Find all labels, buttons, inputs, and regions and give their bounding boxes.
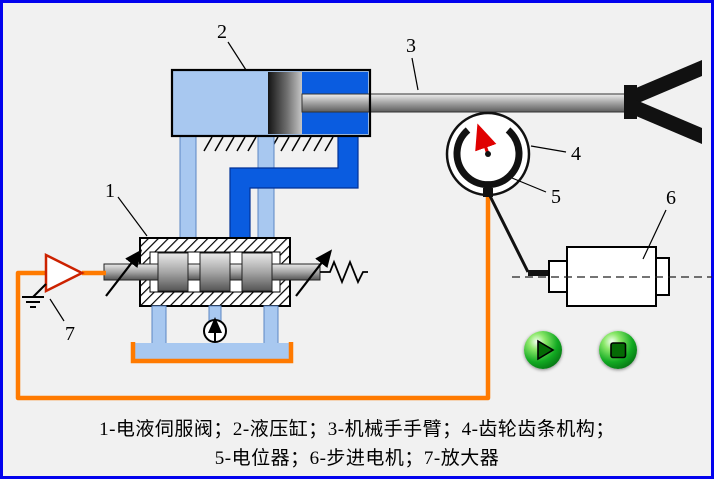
drain-pipe-left (151, 305, 167, 345)
label-amplifier: 7 (65, 323, 75, 345)
legend-line-1: 1-电液伺服阀；2-液压缸；3-机械手手臂；4-齿轮齿条机构； (99, 419, 615, 440)
potentiometer-wiper-terminal (483, 188, 493, 197)
label-manipulator-arm: 3 (406, 35, 416, 57)
spool-land-2 (199, 252, 231, 292)
solenoid-arrow-right-icon (295, 249, 333, 297)
feedback-wire (15, 197, 491, 401)
oil-tank (135, 343, 289, 361)
play-icon (537, 339, 555, 361)
ground-icon (22, 296, 44, 308)
tank-and-pump (130, 305, 294, 364)
label-hydraulic-cylinder: 2 (217, 21, 227, 43)
gear-motor-link (488, 195, 530, 273)
label-servo-valve: 1 (105, 180, 115, 202)
amplifier-triangle-icon (44, 252, 85, 294)
servo-valve (103, 237, 368, 307)
oil-tank-outline (130, 342, 294, 364)
gear-center-pin (485, 151, 491, 157)
spool-land-1 (157, 252, 189, 292)
spool-land-3 (241, 252, 273, 292)
pipe-return-left (179, 133, 197, 243)
callout-labels (49, 41, 667, 322)
label-gear-rack: 4 (571, 143, 581, 165)
solenoid-arrow-left-icon (105, 249, 143, 297)
label-potentiometer: 5 (551, 186, 561, 208)
label-stepper-motor: 6 (666, 187, 676, 209)
gear-rack-potentiometer (445, 111, 531, 197)
spring-icon (320, 259, 368, 285)
stop-button[interactable] (599, 331, 637, 369)
cylinder-outline (170, 68, 372, 138)
manipulator-arm-rod (301, 93, 633, 113)
potentiometer-needle-icon (475, 123, 497, 155)
stepper-motor (488, 195, 712, 307)
play-button[interactable] (524, 331, 562, 369)
amplifier (22, 252, 85, 308)
cylinder-piston (268, 72, 302, 134)
legend-line-2: 5-电位器；6-步进电机；7-放大器 (214, 448, 500, 469)
gripper-icon (624, 60, 702, 144)
drain-pipe-right (263, 305, 279, 345)
potentiometer-track-arc (453, 127, 523, 189)
pump-pipe (208, 305, 222, 322)
stop-icon (610, 342, 627, 359)
